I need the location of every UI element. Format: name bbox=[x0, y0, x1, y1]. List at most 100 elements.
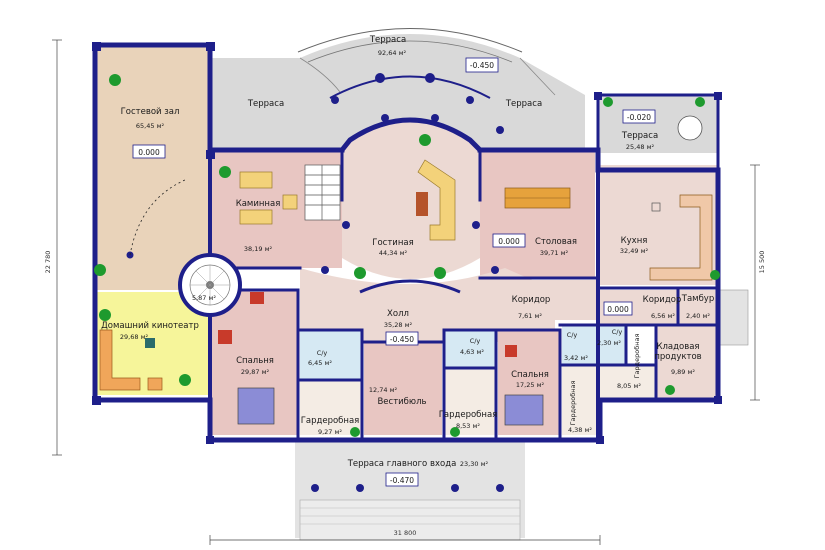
corridor-1-area: 7,61 м² bbox=[518, 312, 542, 320]
theater-armchair bbox=[147, 377, 163, 391]
dining-name: Столовая bbox=[535, 237, 577, 247]
terrace-step-1 bbox=[299, 57, 341, 93]
terrace-top-area: 92,64 м² bbox=[378, 49, 407, 57]
stair-area: 5,87 м² bbox=[192, 294, 216, 302]
column bbox=[381, 114, 389, 122]
labels: Терраса 92,64 м² -0.450 Терраса Терраса … bbox=[44, 35, 766, 537]
wc-2-area: 4,63 м² bbox=[460, 348, 484, 356]
corridor-2-area: 6,56 м² bbox=[651, 312, 675, 320]
vestibule-name: Вестибюль bbox=[377, 397, 426, 407]
bed bbox=[504, 394, 544, 426]
column bbox=[206, 436, 214, 444]
main-terrace-level: -0.470 bbox=[390, 476, 414, 485]
kitchen-floor bbox=[598, 165, 718, 285]
theater-screen bbox=[145, 338, 155, 348]
wardrobe-2-name: Гардеробная bbox=[439, 410, 498, 420]
wardrobe-1-area: 9,27 м² bbox=[318, 428, 342, 436]
column bbox=[321, 266, 329, 274]
plant bbox=[94, 264, 106, 276]
hall-area: 35,28 м² bbox=[384, 321, 413, 329]
wardrobe-2-floor bbox=[444, 368, 496, 435]
plant bbox=[109, 74, 121, 86]
column bbox=[466, 96, 474, 104]
plant bbox=[350, 427, 360, 437]
wc-2-name: С/у bbox=[470, 337, 481, 345]
outer-wall bbox=[92, 42, 721, 443]
terrace-step-2 bbox=[519, 57, 556, 96]
straight-stair bbox=[304, 164, 341, 221]
wardrobe-1-floor bbox=[300, 380, 362, 435]
kitchen-counter bbox=[649, 194, 713, 281]
vestibule-floor bbox=[364, 342, 442, 435]
dim-bottom-width: 31 800 bbox=[394, 529, 417, 537]
hall-arc bbox=[359, 279, 461, 294]
column bbox=[596, 436, 604, 444]
column bbox=[496, 126, 504, 134]
tambur-area: 2,40 м² bbox=[686, 312, 710, 320]
plant bbox=[419, 134, 431, 146]
living-name: Гостиная bbox=[372, 238, 413, 248]
plant bbox=[219, 166, 231, 178]
plant bbox=[710, 270, 720, 280]
level-box bbox=[492, 233, 526, 248]
armchair bbox=[282, 194, 298, 210]
column bbox=[311, 484, 319, 492]
wc-3-floor bbox=[562, 325, 598, 365]
kitchen-area: 32,49 м² bbox=[620, 247, 649, 255]
theater-name: Домашний кинотеатр bbox=[101, 321, 199, 331]
wardrobe-4-area: 8,05 м² bbox=[617, 382, 641, 390]
pantry-area: 9,89 м² bbox=[671, 368, 695, 376]
wc-3-area: 3,42 м² bbox=[564, 354, 588, 362]
living-bay-wall bbox=[338, 117, 484, 154]
main-terrace-area: 23,30 м² bbox=[460, 460, 489, 468]
terrace-top-level: -0.450 bbox=[470, 61, 494, 70]
wardrobe-2-area: 8,53 м² bbox=[456, 422, 480, 430]
guest-hall-curve bbox=[129, 179, 186, 256]
corridor-2-name: Коридор bbox=[643, 295, 682, 305]
plant bbox=[450, 427, 460, 437]
column bbox=[342, 221, 350, 229]
level-box bbox=[385, 331, 419, 346]
wc-1-name: С/у bbox=[317, 349, 328, 357]
corridor-1-floor bbox=[505, 280, 598, 320]
terrace-table bbox=[677, 115, 703, 141]
side-porch bbox=[717, 289, 749, 346]
column bbox=[451, 484, 459, 492]
plants bbox=[94, 74, 720, 437]
pantry-name-line1: Кладовая bbox=[656, 342, 699, 352]
wardrobe-4-name: Гардеробная bbox=[633, 334, 641, 379]
level-box bbox=[385, 472, 419, 487]
dim-right-height: 15 500 bbox=[758, 251, 766, 274]
plant bbox=[603, 97, 613, 107]
column bbox=[92, 396, 101, 405]
theater-sofa bbox=[99, 329, 141, 391]
tambur-name: Тамбур bbox=[681, 294, 714, 304]
hall-name: Холл bbox=[387, 309, 409, 319]
wc-2-floor bbox=[444, 330, 496, 368]
corner-sofa bbox=[417, 159, 456, 241]
bedroom-2-name: Спальня bbox=[511, 370, 549, 380]
column bbox=[431, 114, 439, 122]
fireplace-area: 38,19 м² bbox=[244, 245, 273, 253]
wc-4-name: С/у bbox=[612, 328, 623, 336]
guest-hall-name: Гостевой зал bbox=[121, 107, 180, 117]
dining-area: 39,71 м² bbox=[540, 249, 569, 257]
terrace-kitchen-level: -0.020 bbox=[627, 113, 651, 122]
column bbox=[714, 396, 722, 404]
wc-3-name: С/у bbox=[567, 331, 578, 339]
fireplace-name: Каминная bbox=[236, 199, 281, 209]
column bbox=[356, 484, 364, 492]
plant bbox=[665, 385, 675, 395]
wc-4-floor bbox=[598, 325, 626, 365]
vestibule-area: 12,74 м² bbox=[369, 386, 398, 394]
bedroom-1-area: 29,87 м² bbox=[241, 368, 270, 376]
pantry-floor bbox=[656, 325, 716, 400]
terrace-top-name: Терраса bbox=[369, 35, 406, 45]
plant bbox=[99, 309, 111, 321]
column bbox=[472, 221, 480, 229]
corridor-1-name: Коридор bbox=[512, 295, 551, 305]
wc-4-area: 2,30 м² bbox=[597, 339, 621, 347]
terrace-kitchen-area: 25,48 м² bbox=[626, 143, 655, 151]
kitchen-name: Кухня bbox=[621, 236, 648, 246]
